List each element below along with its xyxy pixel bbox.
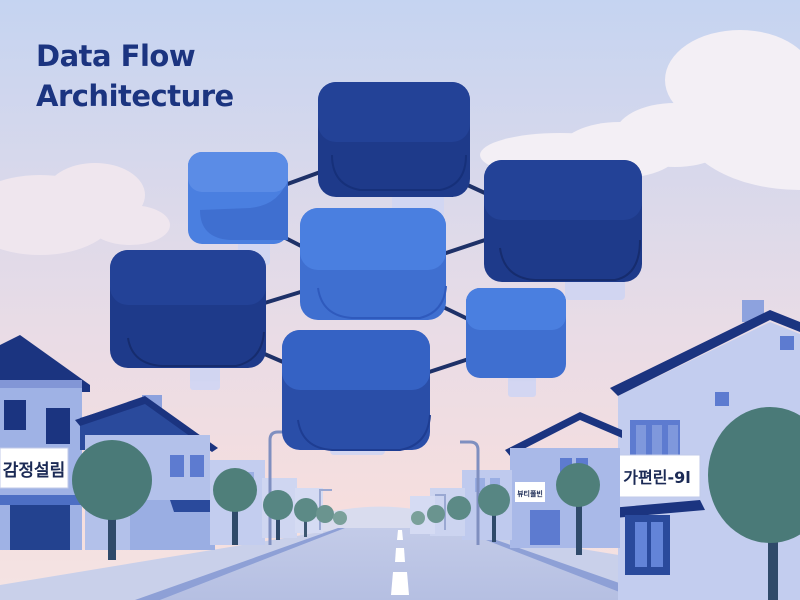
shop-sign-right-small: 뷰티풀빈 [515, 482, 545, 502]
shop-sign-right-small-text: 뷰티풀빈 [517, 489, 543, 498]
tree-right-small [411, 484, 510, 542]
shop-sign-right-large-text: 가편린-9l [623, 468, 690, 487]
tree-left-small [263, 490, 347, 540]
cloud-right [480, 30, 800, 190]
shop-sign-right-large: 가편린-9l [614, 454, 701, 498]
tree-right-large [708, 407, 800, 600]
cloud-left [0, 163, 170, 255]
street-lamp-right [460, 440, 480, 545]
tree-left-large [72, 440, 152, 560]
page-title-line-1: Data Flow [36, 39, 196, 73]
page-title: Data Flow Architecture [36, 36, 234, 116]
road-edge-right [455, 528, 668, 600]
page-title-line-2: Architecture [36, 79, 234, 113]
block-right-light [466, 288, 566, 378]
block-left-dark [110, 250, 266, 368]
block-bottom-medium [282, 330, 431, 451]
block-top-dark [318, 82, 470, 197]
road [160, 528, 640, 600]
block-left-light [188, 152, 288, 244]
road-edge-left [135, 528, 345, 600]
shop-sign-left-text: 감정설림 [3, 461, 66, 481]
tree-left-medium [213, 468, 257, 545]
block-center-light [300, 208, 447, 320]
street-lamp-left [268, 430, 292, 545]
shop-sign-left: 감정설림 [0, 447, 69, 489]
lane-markings [391, 530, 409, 595]
tree-right-medium [556, 463, 600, 555]
block-right-dark [484, 160, 642, 282]
